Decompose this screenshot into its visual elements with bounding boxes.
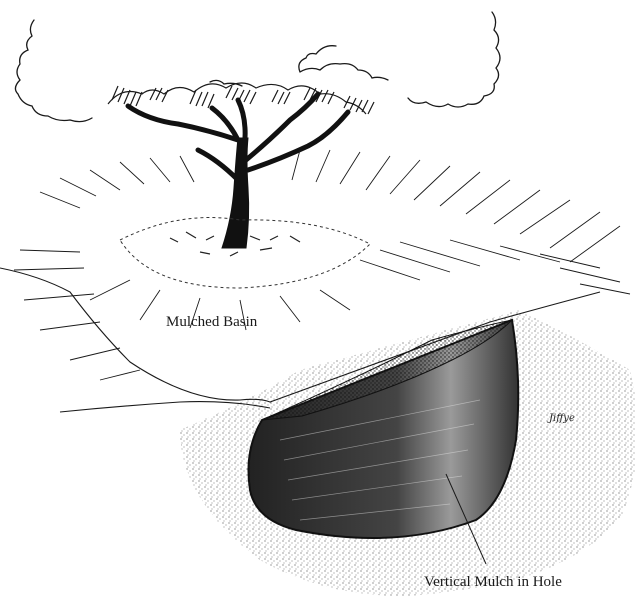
artist-signature: Jiffye <box>549 413 575 424</box>
tree-canopy-outline <box>15 12 500 122</box>
tree-trunk <box>222 138 249 248</box>
mulched-basin-label: Mulched Basin <box>166 314 257 331</box>
vertical-mulch-label: Vertical Mulch in Hole <box>424 574 562 591</box>
